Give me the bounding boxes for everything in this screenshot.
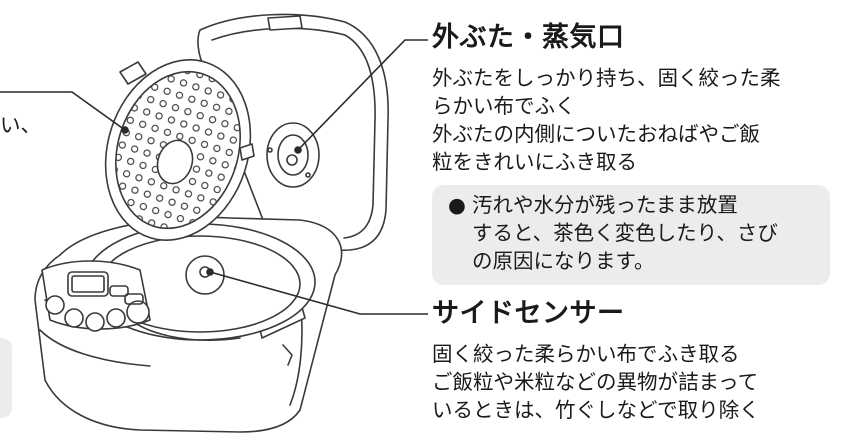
section-line: らかい布でふく	[432, 94, 576, 118]
section-line: 外ぶたをしっかり持ち、固く絞った柔	[432, 66, 781, 90]
note-line: の原因になります。	[472, 249, 655, 273]
section-line: ご飯粒や米粒などの異物が詰まって	[432, 370, 759, 394]
steam-vent	[266, 122, 320, 188]
section-title-side-sensor: サイドセンサー	[432, 298, 625, 329]
section-line: 粒をきれいにふき取る	[432, 150, 637, 174]
section-line: 固く絞った柔らかい布でふき取る	[432, 342, 740, 366]
note-line: 汚れや水分が残ったまま放置	[472, 193, 738, 217]
left-edge-text: い、	[0, 113, 41, 137]
note-line: すると、茶色く変色したり、さび	[472, 221, 778, 245]
inner-lid-perforated	[104, 59, 255, 241]
left-edge-note-box	[0, 338, 12, 418]
caution-note: ● 汚れや水分が残ったまま放置 すると、茶色く変色したり、さび の原因になります…	[432, 185, 830, 285]
section-title-outer-lid: 外ぶた・蒸気口	[432, 22, 625, 53]
section-line: 外ぶたの内側についたおねばやご飯	[432, 122, 760, 146]
bullet-icon: ●	[448, 193, 466, 217]
section-line: いるときは、竹ぐしなどで取り除く	[432, 398, 760, 422]
side-sensor	[185, 255, 225, 295]
